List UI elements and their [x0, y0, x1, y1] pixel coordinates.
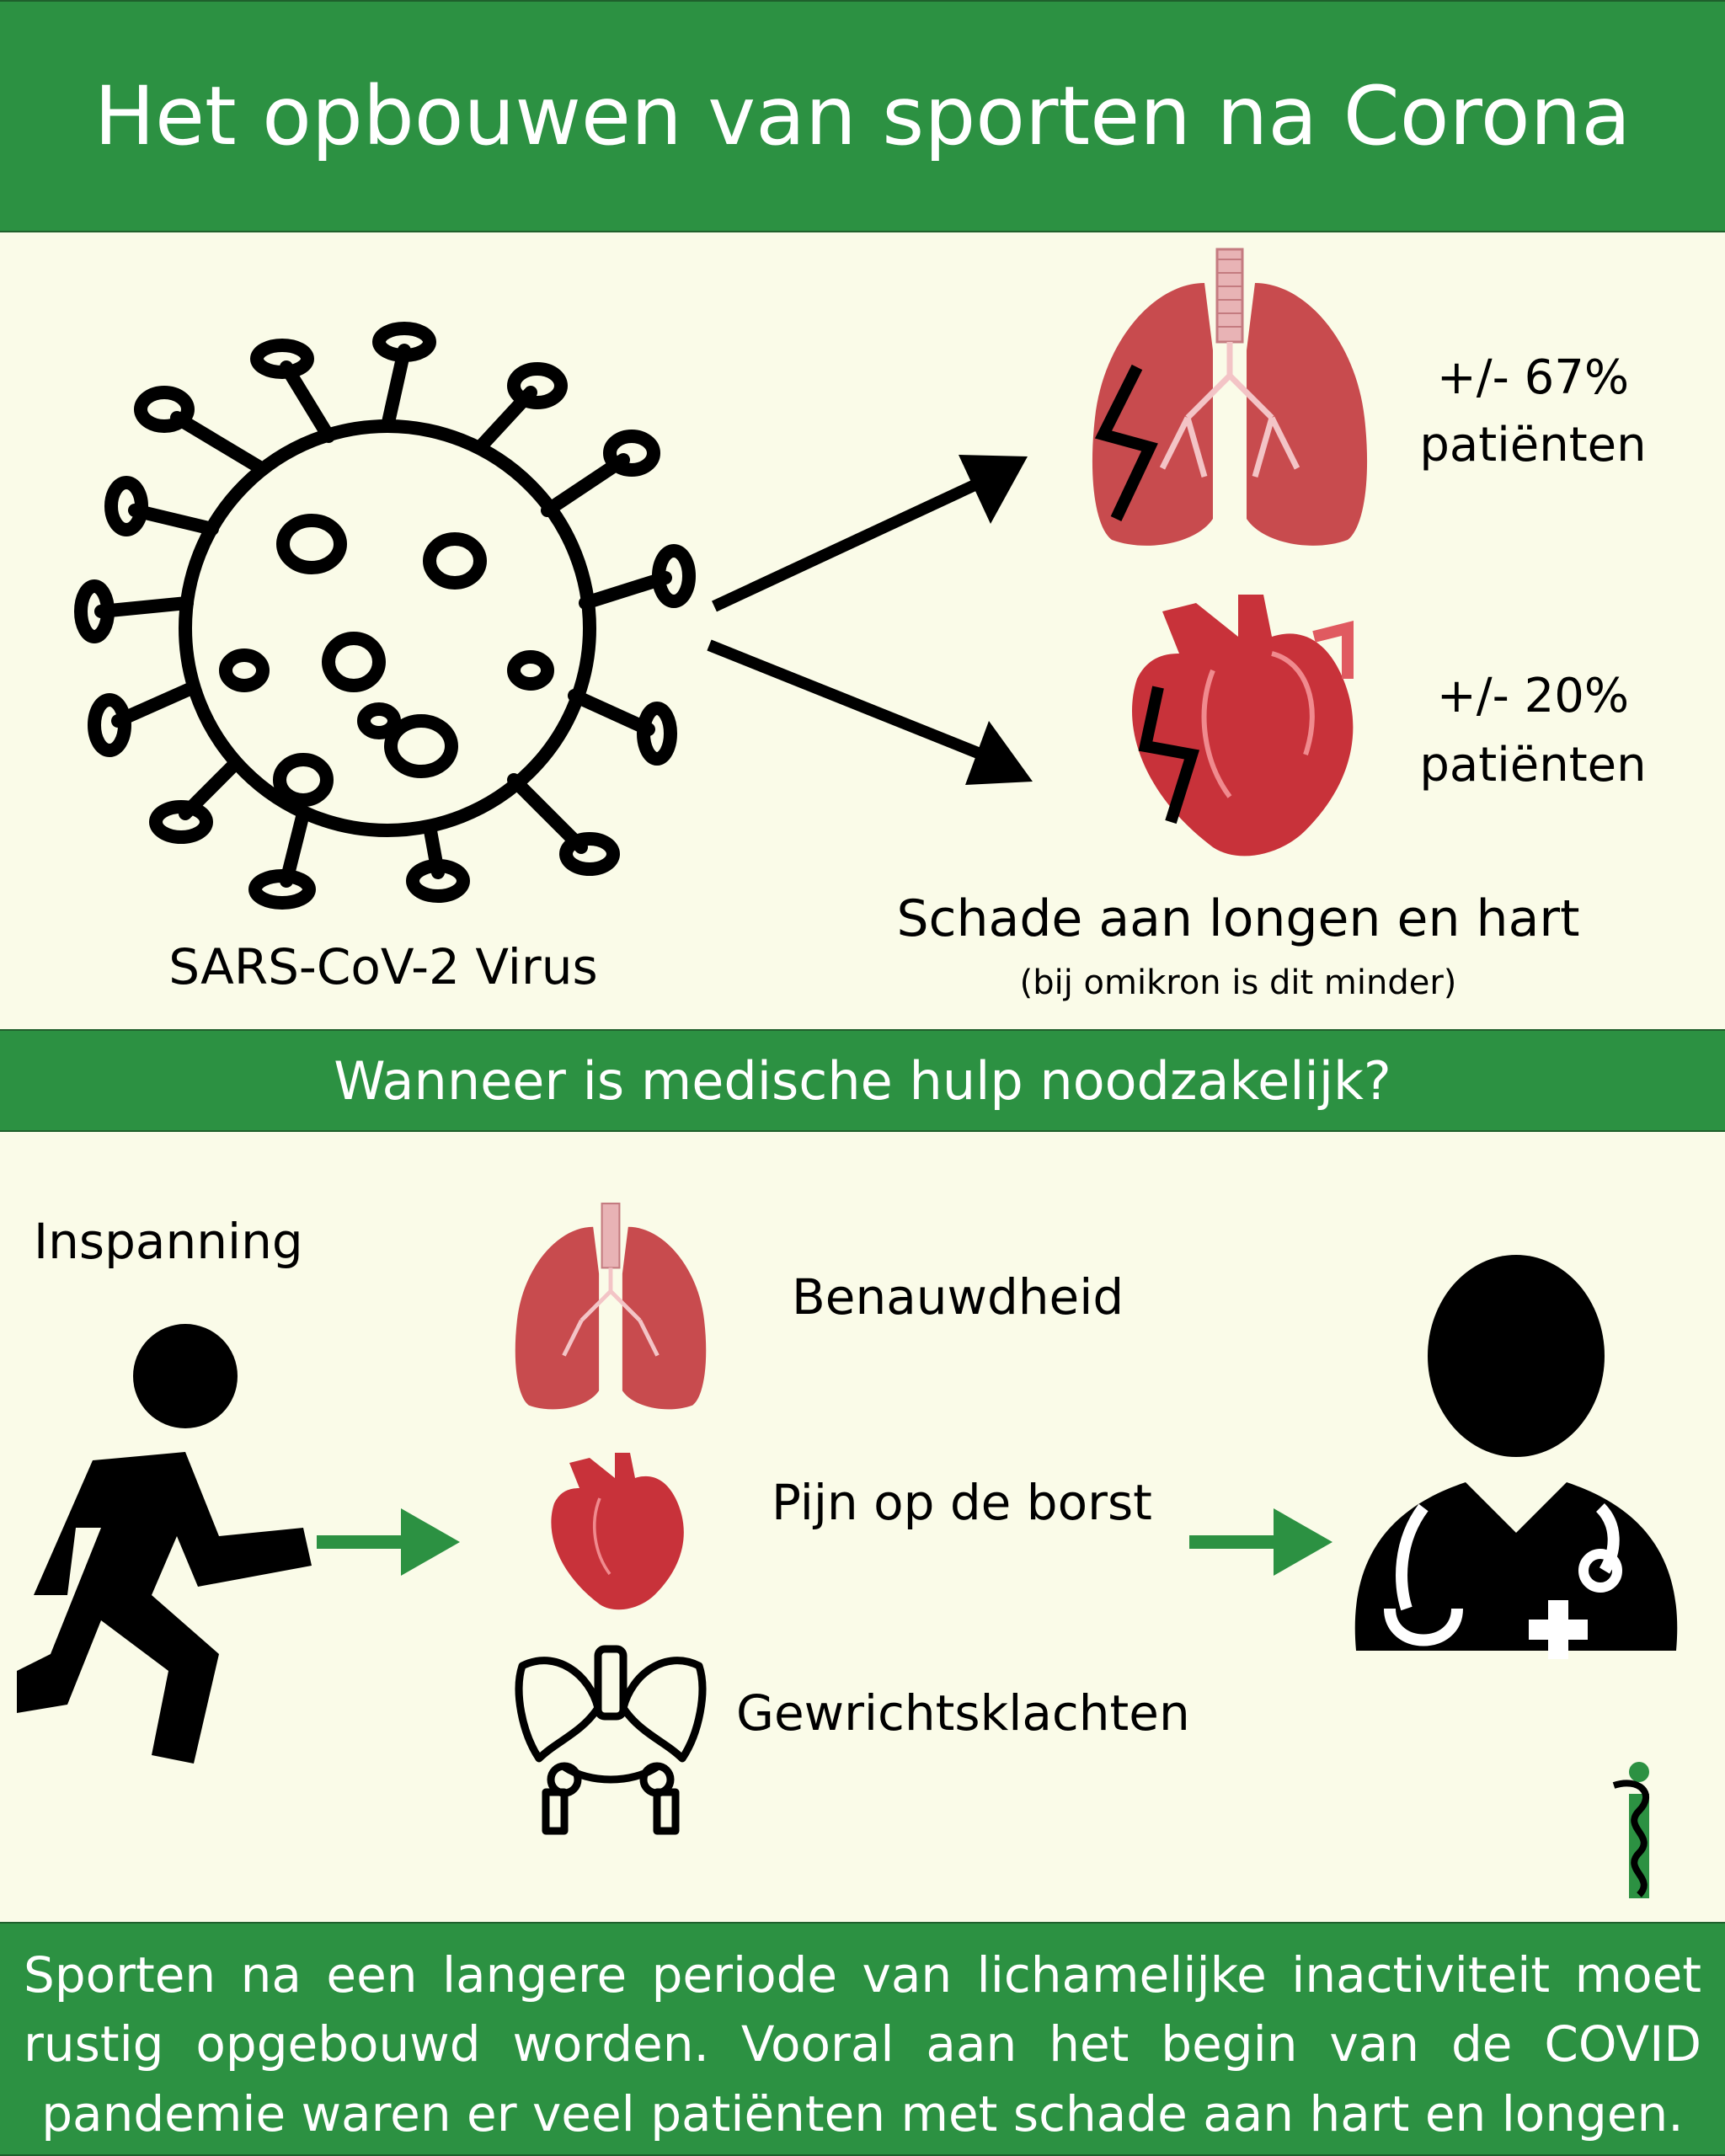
lungs-patients-label: patiënten	[1419, 418, 1647, 472]
lungs-percent: +/- 67%	[1436, 350, 1630, 405]
doctor-icon	[1354, 1255, 1678, 1659]
heart-patients-label: patiënten	[1419, 738, 1647, 792]
lungs-icon	[1092, 248, 1368, 546]
coronavirus-icon	[74, 322, 696, 910]
infection-panel: SARS-CoV-2 Virus +/- 67% patiënten +/- 2…	[0, 232, 1725, 1029]
symptom-benauwdheid: Benauwdheid	[792, 1268, 1124, 1326]
heart-small-icon	[551, 1453, 684, 1610]
pelvis-icon	[515, 1645, 707, 1835]
runner-icon	[17, 1324, 312, 1764]
lungs-small-icon	[515, 1202, 707, 1410]
question-heading: Wanneer is medische hulp noodzakelijk?	[334, 1049, 1391, 1112]
green-arrow-2-icon	[1189, 1508, 1332, 1576]
footer-text: Sporten na een langere periode van licha…	[24, 1946, 1701, 2143]
title-banner: Het opbouwen van sporten na Corona	[0, 0, 1725, 232]
arrow-to-lungs-icon	[712, 455, 1028, 612]
arrow-to-heart-icon	[707, 639, 1033, 785]
page-title: Het opbouwen van sporten na Corona	[93, 69, 1632, 163]
aesculapius-logo	[1612, 1762, 1649, 1898]
green-arrow-1-icon	[317, 1508, 460, 1576]
virus-label: SARS-CoV-2 Virus	[168, 938, 598, 995]
exertion-label: Inspanning	[34, 1213, 303, 1270]
symptom-gewrichtsklachten: Gewrichtsklachten	[736, 1684, 1190, 1742]
heart-icon	[1132, 595, 1354, 857]
damage-note: (bij omikron is dit minder)	[1019, 963, 1457, 1002]
symptoms-panel: Inspanning Benauwdheid Pijn op de borst …	[0, 1132, 1725, 1922]
footer-banner: Sporten na een langere periode van licha…	[0, 1922, 1725, 2156]
question-banner: Wanneer is medische hulp noodzakelijk?	[0, 1029, 1725, 1132]
damage-caption: Schade aan longen en hart	[896, 889, 1580, 948]
symptom-pijn-op-de-borst: Pijn op de borst	[772, 1474, 1152, 1531]
heart-percent: +/- 20%	[1436, 669, 1630, 723]
